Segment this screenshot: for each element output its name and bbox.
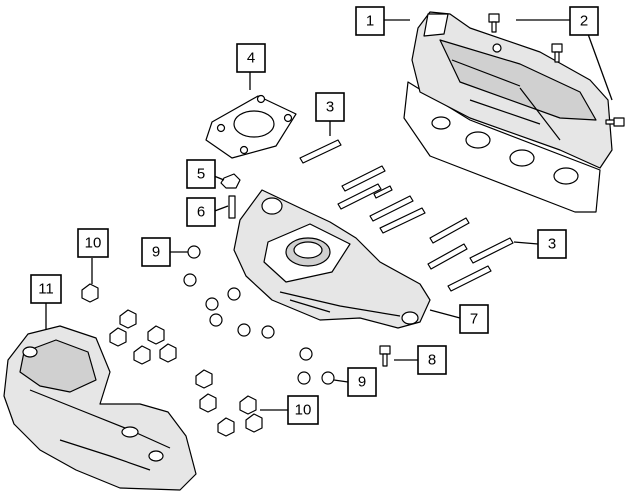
callout-11: 11 [30, 274, 62, 304]
callout-10-upper: 10 [77, 228, 109, 258]
svg-text:6: 6 [197, 204, 205, 221]
callout-5: 5 [186, 159, 216, 189]
svg-text:10: 10 [85, 235, 102, 252]
heat-shield-lower [3, 325, 197, 491]
svg-text:9: 9 [358, 374, 366, 391]
svg-text:8: 8 [428, 352, 436, 369]
svg-text:3: 3 [326, 99, 334, 116]
callout-7: 7 [459, 304, 489, 334]
callout-3-right: 3 [537, 229, 567, 259]
callout-4: 4 [236, 43, 266, 73]
manifold-studs [299, 139, 514, 292]
callout-9-left: 9 [141, 237, 171, 267]
svg-text:9: 9 [152, 244, 160, 261]
svg-text:10: 10 [295, 402, 312, 419]
flange-gasket [205, 94, 297, 159]
svg-text:1: 1 [366, 13, 374, 30]
heat-shield-upper [403, 11, 613, 213]
callout-3-upper: 3 [315, 92, 345, 122]
leader-lines [45, 19, 613, 411]
callout-9-right: 9 [347, 367, 377, 397]
svg-text:3: 3 [548, 236, 556, 253]
callout-8: 8 [417, 345, 447, 375]
callout-6: 6 [186, 197, 216, 227]
svg-text:2: 2 [580, 13, 588, 30]
flange-nut [220, 173, 241, 189]
callout-1: 1 [355, 6, 385, 36]
callout-2: 2 [569, 6, 599, 36]
callout-10-lower: 10 [287, 395, 319, 425]
svg-text:11: 11 [38, 281, 54, 298]
manifold-bolt [379, 345, 391, 367]
nuts [81, 283, 263, 437]
svg-text:7: 7 [470, 311, 478, 328]
svg-text:4: 4 [247, 50, 255, 67]
flange-stud [228, 195, 236, 219]
svg-text:5: 5 [197, 166, 205, 183]
exhaust-manifold [233, 189, 431, 329]
heat-shield-bolts [488, 13, 625, 127]
